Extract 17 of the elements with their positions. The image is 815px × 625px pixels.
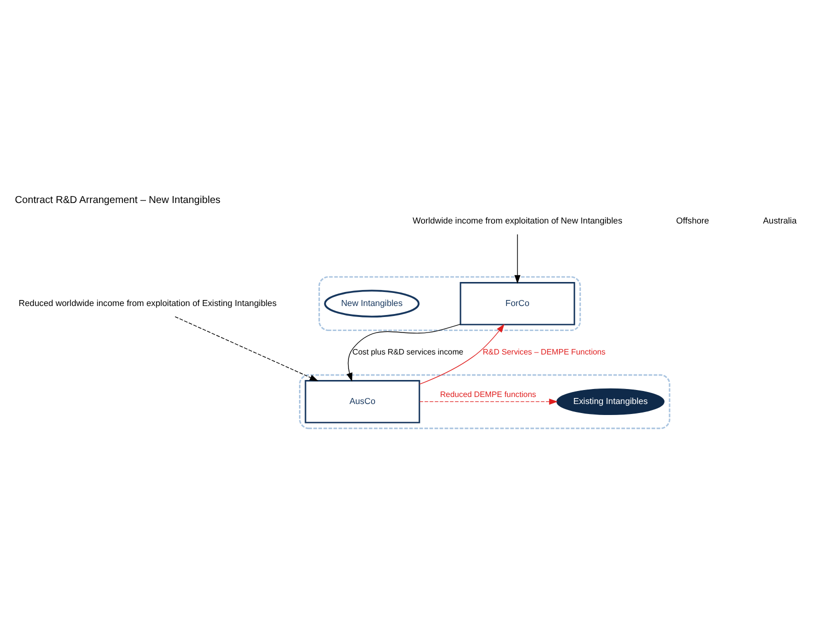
arrow	[514, 234, 520, 284]
node-box: ForCo	[460, 282, 576, 325]
edge-label: Cost plus R&D services income	[352, 347, 464, 356]
node-ellipse: New Intangibles	[324, 289, 420, 317]
arrow	[419, 398, 558, 404]
arrow	[174, 316, 318, 381]
node-box: AusCo	[304, 380, 420, 423]
node-text: Reduced worldwide income from exploitation of Existing Intangibles	[18, 297, 277, 308]
arrow	[419, 323, 505, 384]
arrow	[346, 323, 461, 382]
edge-label: Reduced DEMPE functions	[440, 390, 536, 399]
label: Offshore	[676, 215, 710, 226]
node-text: Worldwide income from exploitation of New Intangibles	[412, 215, 622, 226]
diagram-title: Contract R&D Arrangement – New Intangibles	[14, 194, 220, 206]
label: Australia	[763, 215, 797, 226]
node-ellipse: Existing Intangibles	[556, 388, 664, 414]
edge-label: R&D Services – DEMPE Functions	[482, 347, 606, 356]
